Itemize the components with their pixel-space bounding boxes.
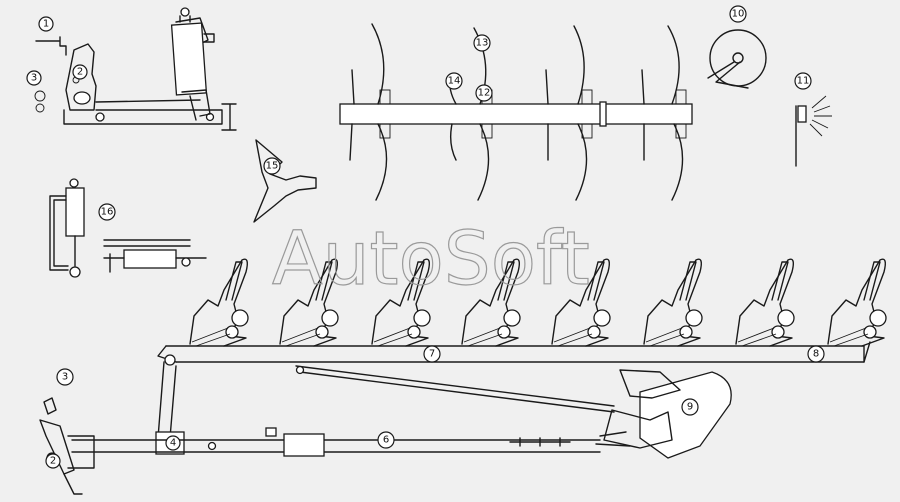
svg-text:2: 2 [50,456,56,467]
svg-text:3: 3 [62,372,68,383]
svg-text:4: 4 [170,438,176,449]
callout-11: 11 [794,72,812,90]
svg-text:6: 6 [383,435,389,446]
svg-text:9: 9 [687,402,693,413]
svg-text:12: 12 [478,88,491,99]
callout-12: 12 [475,84,493,102]
callout-8: 8 [807,345,825,363]
drawbar-assembly [39,354,601,495]
callout-4: 4 [165,435,181,451]
svg-text:10: 10 [732,9,745,20]
callout-9: 9 [681,398,699,416]
callout-3-bottom: 3 [56,368,74,386]
disc-shaft-assembly [339,23,693,201]
svg-text:11: 11 [797,76,810,87]
svg-text:13: 13 [476,38,489,49]
share-blade-part [253,139,317,223]
plow-body [371,258,431,347]
svg-text:14: 14 [448,76,461,87]
hitch-assembly-top [34,7,237,131]
plow-body [189,258,249,347]
svg-text:1: 1 [43,19,49,30]
plow-body [551,258,611,347]
callout-7: 7 [423,345,441,363]
plow-body [461,258,521,347]
callout-3-top: 3 [26,70,42,86]
svg-text:15: 15 [266,161,279,172]
svg-text:3: 3 [31,73,37,84]
svg-text:7: 7 [429,349,435,360]
hydraulic-cylinder-part [49,178,207,278]
svg-text:16: 16 [101,207,114,218]
plow-main-frame [157,258,887,413]
plow-body [279,258,339,347]
plow-body [827,258,887,347]
callout-14: 14 [445,72,463,90]
svg-text:2: 2 [77,67,83,78]
callout-16: 16 [98,203,116,221]
plow-body [643,258,703,347]
watermark-text: AutoSoft [272,216,590,302]
callout-1: 1 [38,16,54,32]
svg-text:8: 8 [813,349,819,360]
callout-2-top: 2 [72,64,88,80]
callout-2-bottom: 2 [45,453,61,469]
wheel-part [707,29,767,89]
callout-13: 13 [473,34,491,52]
reflector-lamp-part [795,95,832,167]
callout-6: 6 [377,431,395,449]
callout-15: 15 [263,157,281,175]
plow-body [735,258,795,347]
rear-wheel-part [595,369,732,459]
callout-10: 10 [729,5,747,23]
